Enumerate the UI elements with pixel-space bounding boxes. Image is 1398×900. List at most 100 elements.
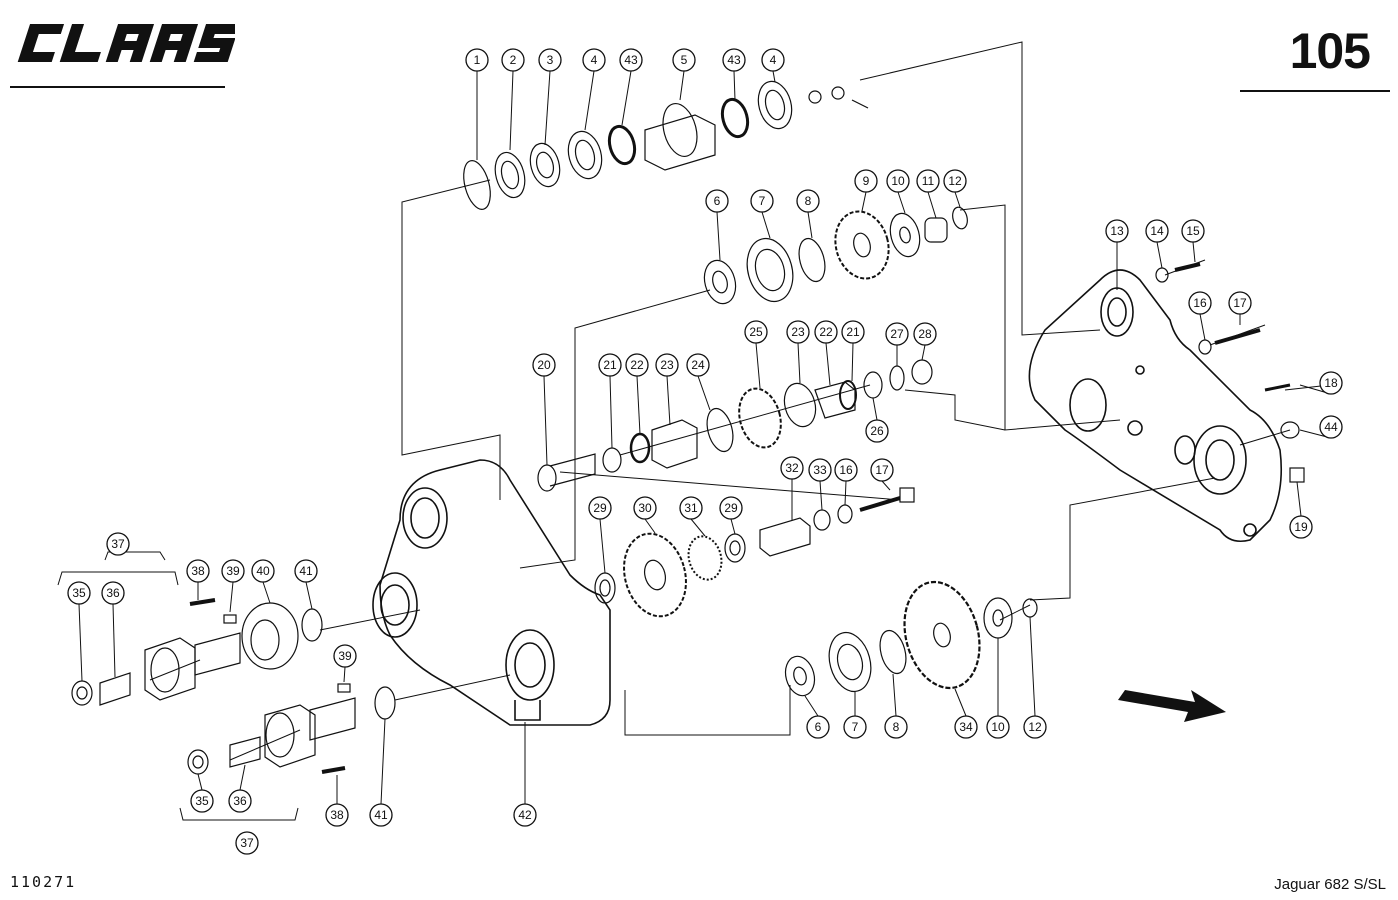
callout-leader: [772, 70, 776, 83]
callout-circle: [1289, 515, 1313, 539]
callout-leader: [892, 673, 897, 717]
callout-label: 30: [638, 501, 652, 515]
callout-label: 9: [863, 174, 870, 188]
assembly-lines: [149, 41, 1331, 761]
callout-label: 6: [815, 720, 822, 734]
callout-circle: [1023, 715, 1047, 739]
callout-label: 37: [111, 537, 125, 551]
callout-c14: 14: [1145, 219, 1169, 269]
callout-c10b: 10: [986, 638, 1010, 739]
callout-c44: 44: [1299, 415, 1343, 439]
callout-c39b: 39: [333, 644, 357, 683]
callout-label: 11: [922, 174, 935, 188]
callout-circle: [251, 559, 275, 583]
callout-circle: [1319, 415, 1343, 439]
callout-c4a: 4: [582, 48, 606, 131]
callout-label: 8: [893, 720, 900, 734]
callout-label: 16: [839, 463, 853, 477]
lower-middle-parts: [594, 487, 915, 618]
callout-circle: [806, 715, 830, 739]
callout-c11: 11: [916, 169, 940, 219]
callout-c4b: 4: [761, 48, 785, 83]
callout-c22b: 22: [814, 320, 838, 386]
callout-leader: [644, 518, 656, 534]
callout-label: 6: [714, 194, 721, 208]
callout-c12b: 12: [1023, 616, 1047, 739]
callout-leader: [733, 70, 736, 101]
callout-label: 41: [374, 808, 388, 822]
callout-circle: [101, 581, 125, 605]
callout-leader: [897, 191, 906, 214]
callout-c7a: 7: [750, 189, 774, 239]
callout-circle: [854, 169, 878, 193]
callout-c30: 30: [633, 496, 657, 534]
callout-leader: [730, 518, 736, 535]
callout-c9: 9: [854, 169, 878, 212]
callout-c7b: 7: [843, 692, 867, 739]
callout-leader: [1199, 313, 1206, 341]
callout-circle: [186, 559, 210, 583]
group-brackets: [57, 551, 299, 821]
callout-label: 39: [226, 564, 240, 578]
callout-leader: [697, 375, 711, 411]
callout-leader: [609, 375, 613, 449]
callout-circle: [808, 458, 832, 482]
callout-label: 19: [1294, 520, 1308, 534]
callout-label: 36: [106, 586, 120, 600]
callout-leader: [954, 688, 967, 717]
header-rule-right: [1240, 90, 1390, 92]
callout-c34: 34: [954, 688, 978, 739]
header-rule-left: [10, 86, 225, 88]
callout-label: 23: [791, 325, 805, 339]
bottom-shaft-parts: [784, 580, 1038, 697]
callout-leader: [78, 603, 83, 682]
callout-leader: [1296, 481, 1302, 517]
callout-circle: [843, 715, 867, 739]
callout-label: 43: [624, 53, 638, 67]
callout-c1: 1: [465, 48, 489, 160]
callout-circle: [814, 320, 838, 344]
callout-label: 34: [959, 720, 973, 734]
callout-label: 17: [1233, 296, 1247, 310]
callout-c22a: 22: [625, 353, 649, 435]
callout-c16b: 16: [834, 458, 858, 506]
callout-leader: [921, 344, 926, 361]
callout-leader: [544, 70, 551, 146]
callout-label: 23: [660, 358, 674, 372]
callout-label: 29: [724, 501, 738, 515]
callout-c40: 40: [251, 559, 275, 604]
callout-c15: 15: [1181, 219, 1205, 263]
callout-circle: [1145, 219, 1169, 243]
callout-leader: [621, 70, 632, 126]
callout-c27: 27: [885, 322, 909, 366]
callout-c6b: 6: [804, 695, 830, 739]
callout-label: 1: [474, 53, 481, 67]
callout-circle: [986, 715, 1010, 739]
callout-label: 4: [591, 53, 598, 67]
callout-circle: [705, 189, 729, 213]
callout-leader: [881, 480, 891, 491]
callout-c35a: 35: [67, 581, 91, 682]
callout-circle: [796, 189, 820, 213]
callout-label: 37: [240, 836, 254, 850]
callout-circle: [719, 496, 743, 520]
callout-label: 24: [691, 358, 705, 372]
callout-label: 7: [759, 194, 766, 208]
callout-leader: [819, 480, 823, 511]
callout-c21a: 21: [598, 353, 622, 449]
callout-circle: [870, 458, 894, 482]
callout-circle: [885, 322, 909, 346]
callout-c43b: 43: [722, 48, 746, 101]
model-name: Jaguar 682 S/SL: [1274, 876, 1386, 893]
callout-circle: [913, 322, 937, 346]
callout-leader: [690, 518, 706, 537]
callout-label: 43: [727, 53, 741, 67]
callout-label: 10: [891, 174, 905, 188]
callout-label: 16: [1193, 296, 1207, 310]
callout-c38a: 38: [186, 559, 210, 600]
callout-label: 35: [72, 586, 86, 600]
callout-c21b: 21: [841, 320, 865, 382]
callout-circle: [841, 320, 865, 344]
